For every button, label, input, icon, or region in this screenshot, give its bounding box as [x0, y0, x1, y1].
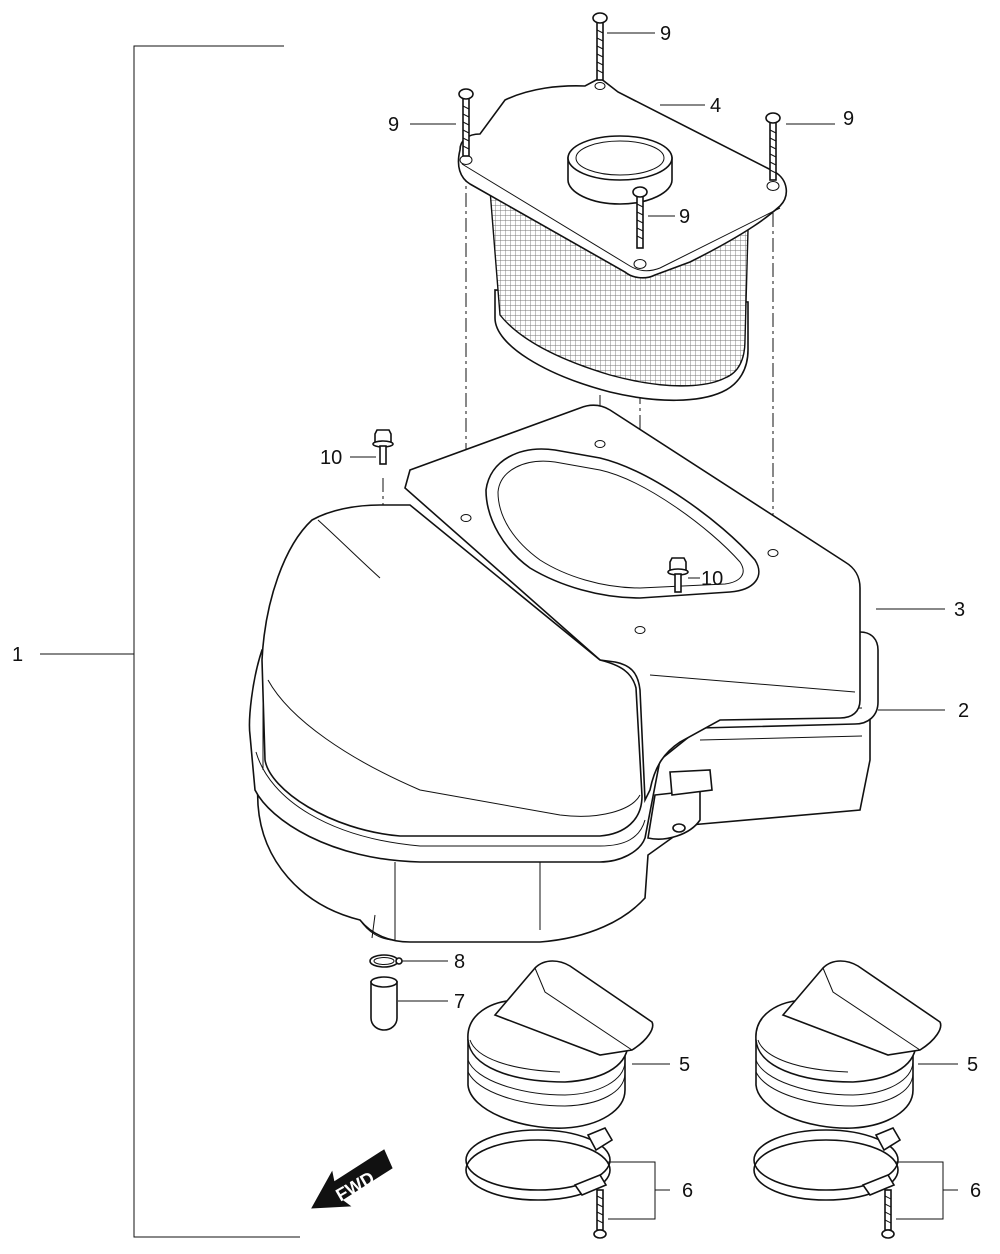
- air-box-upper-case: [261, 404, 861, 837]
- callout-10-left: 10: [320, 447, 342, 469]
- screw-right: [765, 112, 781, 181]
- callout-2: 2: [958, 700, 969, 722]
- leader-lines: [350, 32, 958, 1220]
- flange-bolt-right: [667, 557, 689, 593]
- intake-duct-left: [467, 960, 654, 1129]
- callout-4: 4: [710, 95, 721, 117]
- callout-labels: 1 2 3 4 5 5 6 6 7 8 9 9 9 9 10 10: [12, 23, 981, 1202]
- callout-6-left: 6: [682, 1180, 693, 1202]
- flange-bolt-left: [372, 429, 394, 465]
- callout-5-left: 5: [679, 1054, 690, 1076]
- screw-front: [632, 186, 648, 249]
- callout-3: 3: [954, 599, 965, 621]
- callout-8: 8: [454, 951, 465, 973]
- air-filter-element: [457, 77, 788, 402]
- screw-top-center: [592, 12, 608, 81]
- callout-1: 1: [12, 644, 23, 666]
- callout-5-right: 5: [967, 1054, 978, 1076]
- callout-10-right: 10: [701, 568, 723, 590]
- callout-9-right: 9: [843, 108, 854, 130]
- forward-direction-arrow: FWD: [311, 1149, 393, 1209]
- callout-7: 7: [454, 991, 465, 1013]
- callout-6-right: 6: [970, 1180, 981, 1202]
- hose-clamp-left: [465, 1126, 614, 1239]
- callout-9-left: 9: [388, 114, 399, 136]
- callout-9-top: 9: [660, 23, 671, 45]
- drain-plug: [370, 976, 398, 1031]
- callout-9-front: 9: [679, 206, 690, 228]
- screw-left: [458, 88, 474, 157]
- hose-clamp-right: [753, 1126, 902, 1239]
- intake-duct-right: [755, 960, 942, 1129]
- drain-clip: [369, 954, 403, 968]
- assembly-bracket: [40, 45, 300, 1238]
